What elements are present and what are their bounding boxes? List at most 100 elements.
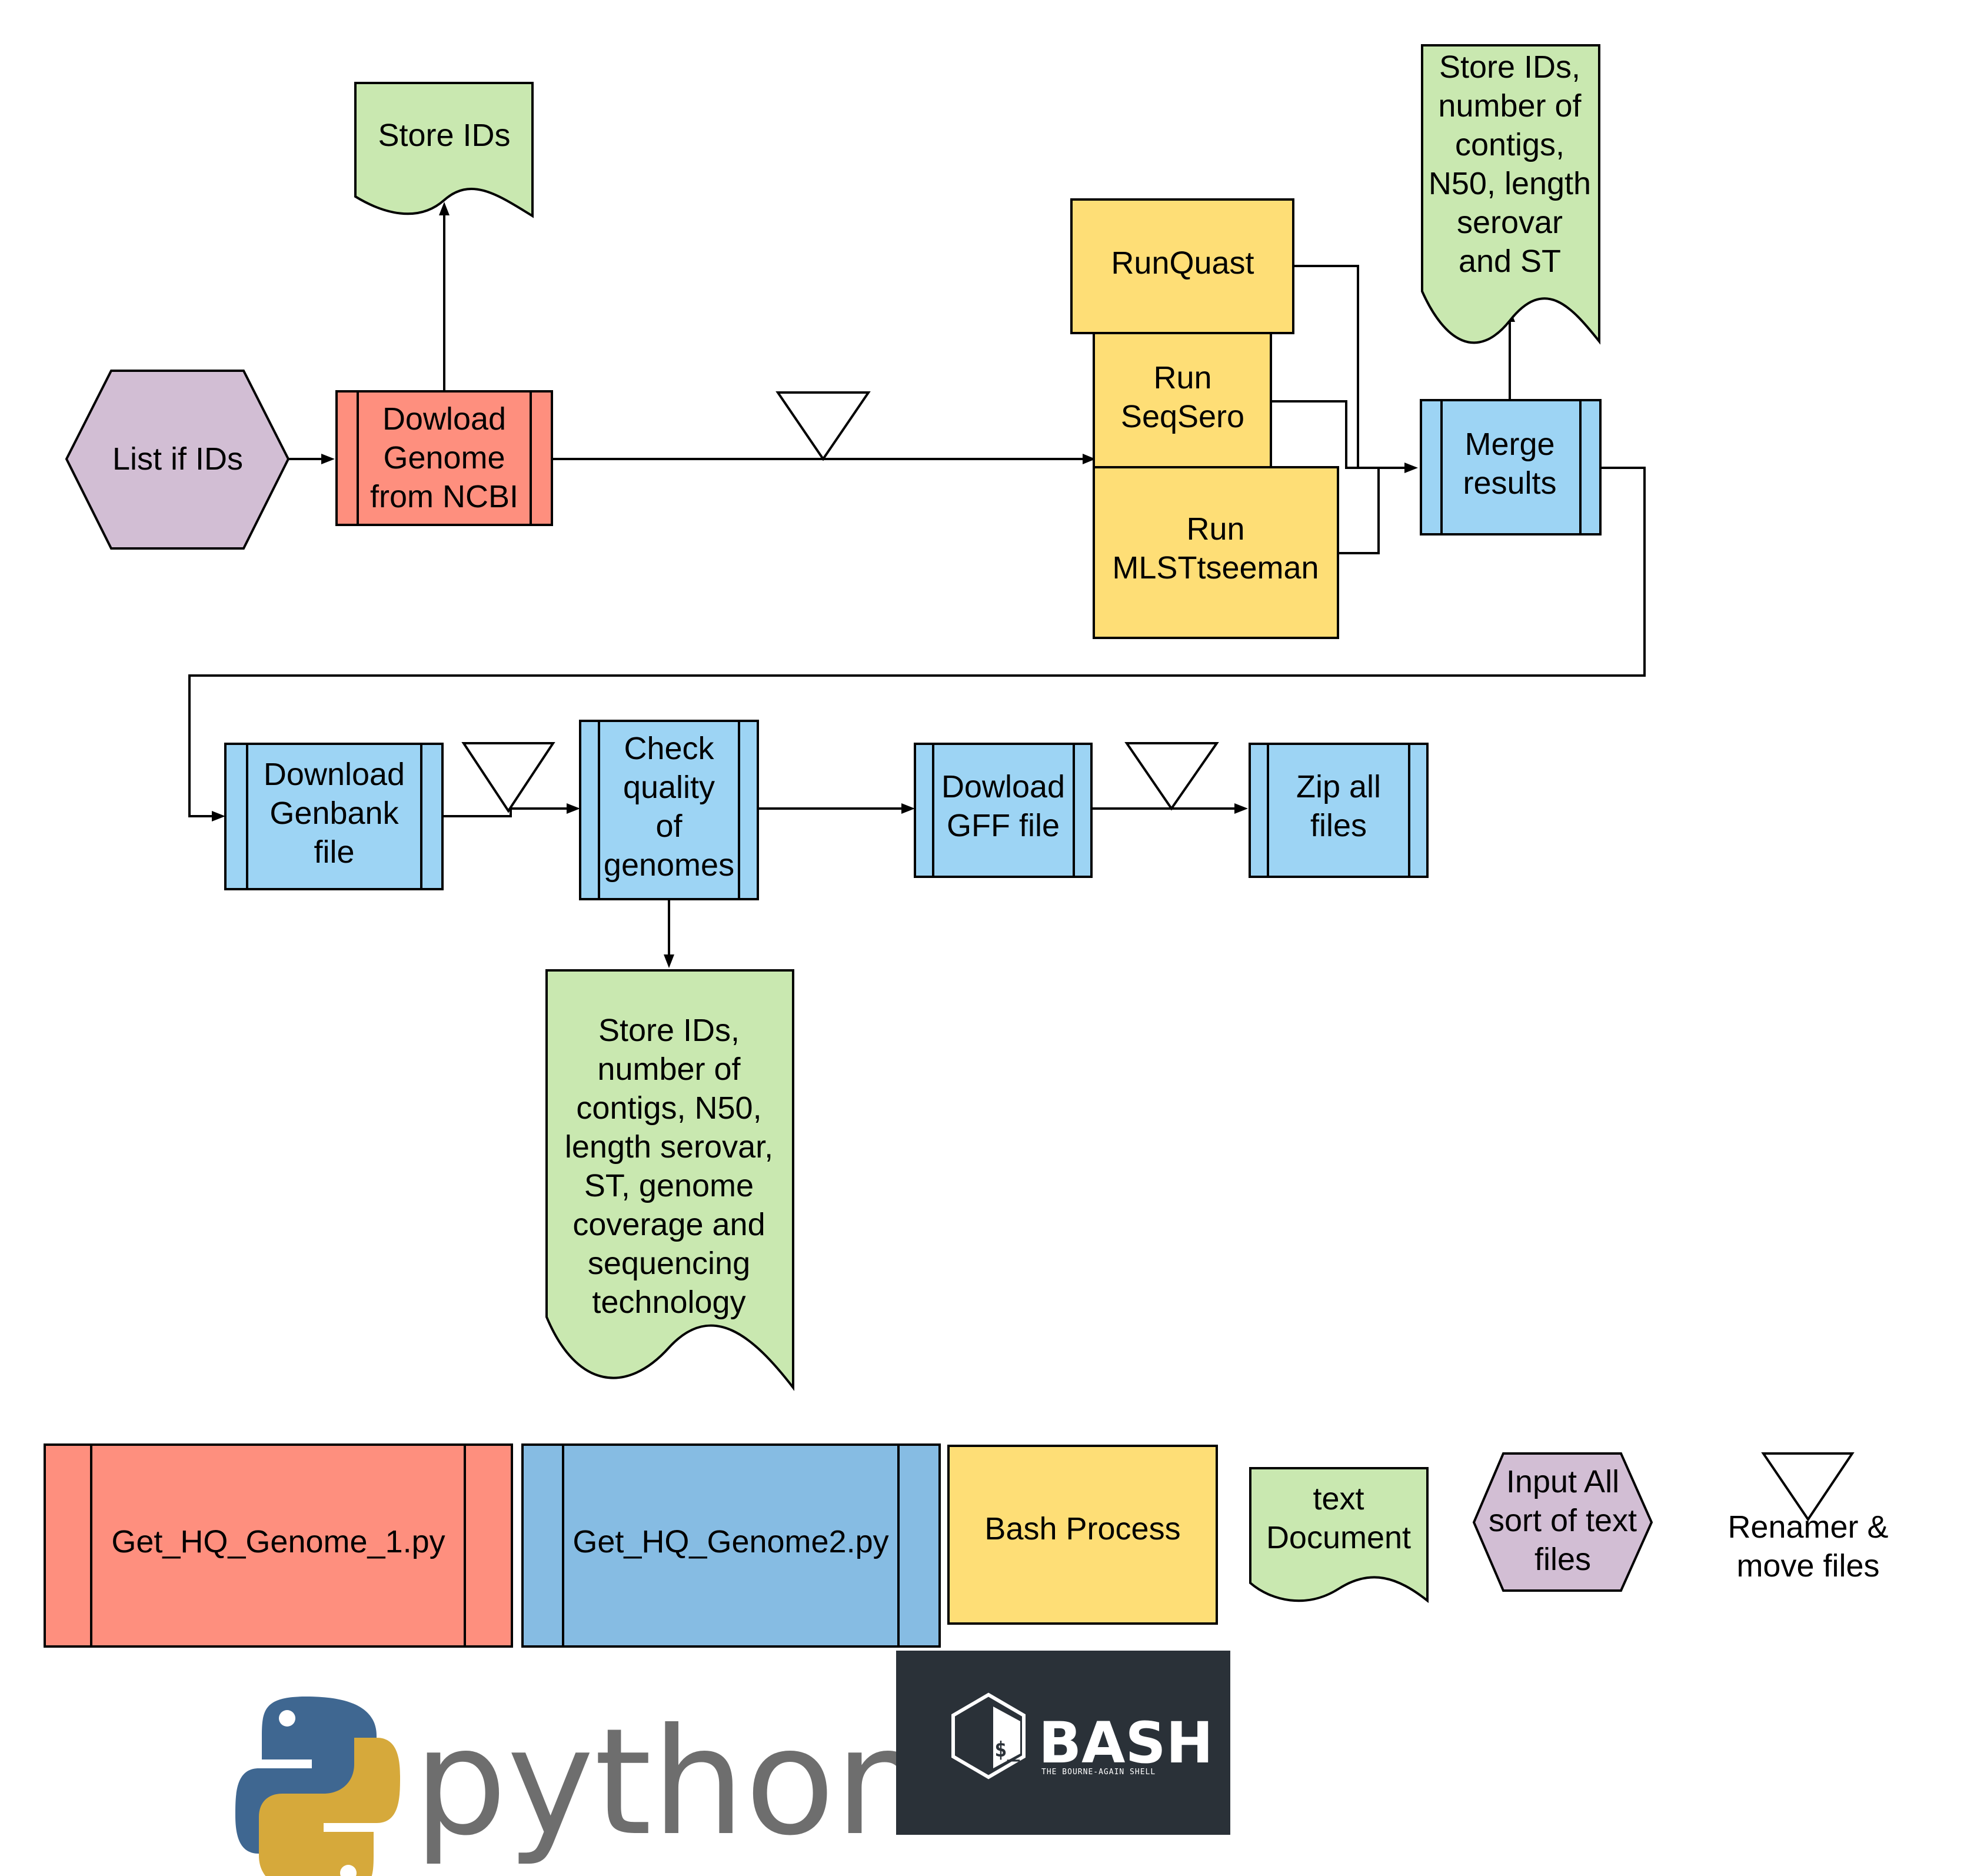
- edge-seqsero-to-merge: [1271, 400, 1404, 469]
- python-logo: python: [235, 1697, 928, 1876]
- renamer-triangle-1: [775, 391, 871, 461]
- input-list-ids: List if IDs: [65, 370, 290, 550]
- python-snakes-icon: [235, 1697, 400, 1876]
- label-line: Store IDs: [378, 118, 510, 153]
- label-line: Genbank: [269, 796, 399, 831]
- bash-wordmark: BASH: [1038, 1710, 1213, 1776]
- renamer-legend-triangle: [1761, 1452, 1855, 1522]
- edge-mlst-to-merge: [1338, 467, 1404, 554]
- label-line: coverage and: [572, 1207, 765, 1242]
- label-line: Get_HQ_Genome_1.py: [111, 1524, 445, 1559]
- legend-input: Input All sort of text files: [1472, 1452, 1653, 1592]
- label-line: Renamer &: [1727, 1509, 1888, 1545]
- edge-merge-to-genbank: [188, 467, 1646, 817]
- label-line: files: [1310, 808, 1367, 843]
- arrowhead-icon: [1083, 454, 1096, 464]
- python-wordmark: python: [414, 1697, 928, 1868]
- legend-python2: Get_HQ_Genome2.py: [521, 1443, 941, 1648]
- legend-label: Input All sort of text files: [1489, 1464, 1637, 1577]
- label-line: Check: [624, 731, 714, 766]
- label-line: Dowload: [382, 401, 506, 437]
- arrowhead-icon: [1234, 803, 1248, 814]
- zip-files-process: Zip all files: [1249, 743, 1429, 878]
- renamer-triangle-2: [461, 742, 555, 813]
- legend-bash: Bash Process: [947, 1445, 1218, 1625]
- label-line: List if IDs: [112, 441, 243, 477]
- node-label: Store IDs: [378, 118, 510, 153]
- legend-label: Renamer &move files: [1727, 1509, 1888, 1584]
- legend-renamer: Renamer &move files: [1727, 1452, 1889, 1584]
- label-line: of: [655, 809, 683, 844]
- label-line: contigs,: [1455, 127, 1564, 162]
- node-label: Zip all files: [1296, 769, 1381, 843]
- arrowhead-icon: [901, 803, 915, 814]
- label-line: Input All: [1506, 1464, 1619, 1499]
- bash-shell-icon: $_: [951, 1692, 1026, 1779]
- label-line: RunQuast: [1111, 245, 1254, 281]
- renamer-triangle-3: [1124, 742, 1219, 811]
- legend-label: Bash Process: [984, 1511, 1180, 1546]
- label-line: Run: [1186, 511, 1244, 547]
- label-line: move files: [1736, 1548, 1879, 1584]
- label-line: quality: [623, 770, 715, 805]
- bash-tagline: THE BOURNE-AGAIN SHELL: [1041, 1768, 1156, 1777]
- label-line: Download: [264, 757, 405, 792]
- label-line: Dowload: [941, 769, 1065, 804]
- legend-python1: Get_HQ_Genome_1.py: [44, 1443, 513, 1648]
- label-line: length serovar,: [565, 1129, 773, 1165]
- arrowhead-icon: [1404, 463, 1418, 473]
- bash-prompt-glyph: $_: [994, 1738, 1020, 1762]
- label-line: text: [1313, 1481, 1364, 1516]
- label-line: genomes: [604, 847, 734, 883]
- label-line: technology: [592, 1285, 745, 1320]
- label-line: Document: [1266, 1520, 1411, 1555]
- label-line: N50, length: [1429, 166, 1591, 201]
- edge-genbank-to-check: [442, 807, 570, 817]
- label-line: Get_HQ_Genome2.py: [572, 1524, 888, 1559]
- node-label: List if IDs: [112, 441, 243, 477]
- label-line: Zip all: [1296, 769, 1381, 804]
- label-line: Genome: [383, 440, 505, 475]
- label-line: contigs, N50,: [576, 1090, 761, 1126]
- label-line: and ST: [1459, 244, 1561, 279]
- node-label: RunQuast: [1111, 245, 1254, 281]
- label-line: sequencing: [588, 1246, 750, 1281]
- label-line: Run: [1153, 360, 1211, 395]
- arrowhead-icon: [212, 811, 225, 821]
- label-line: files: [1534, 1542, 1591, 1577]
- label-line: file: [314, 834, 354, 870]
- legend-label: Get_HQ_Genome2.py: [572, 1524, 888, 1559]
- bash-logo: $_ BASH THE BOURNE-AGAIN SHELL: [896, 1651, 1230, 1835]
- label-line: number of: [1438, 88, 1582, 124]
- label-line: MLSTtseeman: [1112, 550, 1319, 586]
- label-line: serovar: [1457, 205, 1563, 240]
- label-line: number of: [597, 1052, 741, 1087]
- store-ids-top-document: Store IDs: [354, 82, 534, 218]
- label-line: GFF file: [947, 808, 1060, 843]
- arrowhead-icon: [567, 803, 580, 814]
- label-line: Merge: [1464, 427, 1554, 462]
- arrowhead-icon: [664, 954, 674, 968]
- run-quast-process: RunQuast: [1070, 198, 1294, 334]
- label-line: sort of text: [1489, 1503, 1637, 1538]
- label-line: results: [1463, 465, 1556, 501]
- arrowhead-icon: [439, 202, 450, 215]
- label-line: Bash Process: [984, 1511, 1180, 1546]
